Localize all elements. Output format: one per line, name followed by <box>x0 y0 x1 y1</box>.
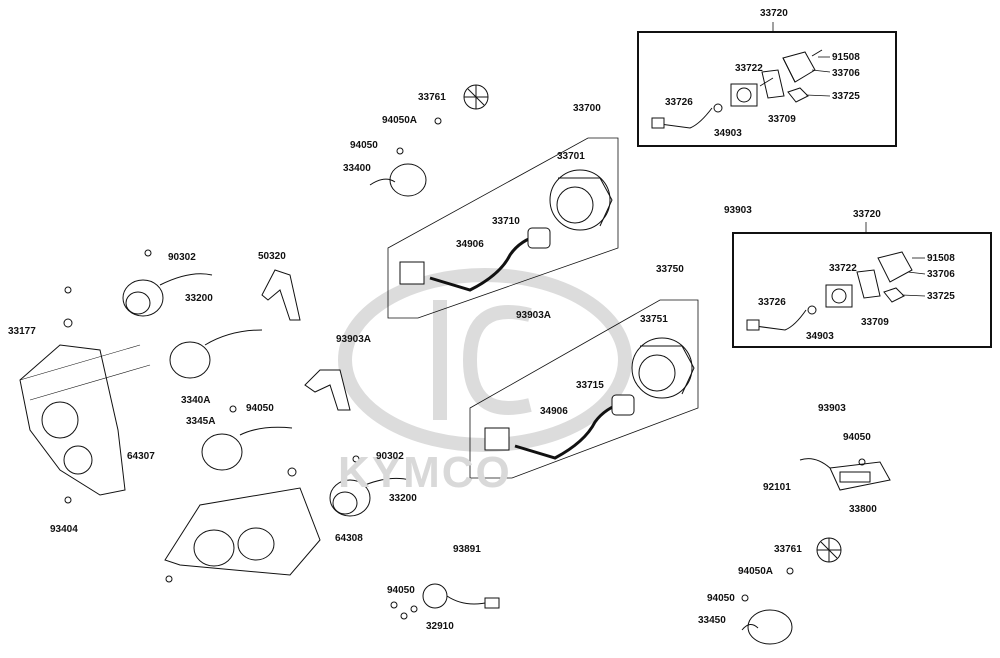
label-33710: 33710 <box>492 216 520 227</box>
label-3340A: 3340A <box>181 395 211 406</box>
label-93404: 93404 <box>50 524 78 535</box>
housing-64307 <box>19 344 151 496</box>
label-50320: 50320 <box>258 251 286 262</box>
projector-33751 <box>631 337 695 399</box>
label-33701: 33701 <box>557 151 585 162</box>
label-94050-right: 94050 <box>843 432 871 443</box>
assembly-33750-outline <box>469 299 699 479</box>
label-33720-top: 33720 <box>760 8 788 19</box>
label-90302-top: 90302 <box>168 252 196 263</box>
label-33751: 33751 <box>640 314 668 325</box>
label-64307: 64307 <box>127 451 155 462</box>
bracket-50320 <box>261 269 301 321</box>
label-92101: 92101 <box>763 482 791 493</box>
label-90302-bot: 90302 <box>376 451 404 462</box>
label-33720-mid: 33720 <box>853 209 881 220</box>
assembly-33700-outline <box>387 137 619 319</box>
label-33709-mid: 33709 <box>861 317 889 328</box>
kit-box-top <box>637 31 897 147</box>
label-93903-top: 93903 <box>724 205 752 216</box>
label-93903A-left: 93903A <box>336 334 372 345</box>
label-33722-top: 33722 <box>735 63 763 74</box>
label-91508-top: 91508 <box>832 52 860 63</box>
label-93903-mid: 93903 <box>818 403 846 414</box>
fan-33761-bot <box>816 537 842 563</box>
lamp-3340A <box>169 329 263 379</box>
label-3345A: 3345A <box>186 416 216 427</box>
motor-33400 <box>369 163 427 197</box>
label-33800: 33800 <box>849 504 877 515</box>
label-33726-top: 33726 <box>665 97 693 108</box>
bracket-93903A <box>304 369 351 411</box>
motor-33450 <box>741 609 793 645</box>
lamp-33200-bot <box>329 477 411 517</box>
label-33722-mid: 33722 <box>829 263 857 274</box>
watermark-logo <box>338 268 632 452</box>
label-94050-left: 94050 <box>246 403 274 414</box>
label-33177: 33177 <box>8 326 36 337</box>
label-34903-top: 34903 <box>714 128 742 139</box>
label-33200-bot: 33200 <box>389 493 417 504</box>
label-64308: 64308 <box>335 533 363 544</box>
part-32910 <box>422 583 500 609</box>
label-94050-top: 94050 <box>350 140 378 151</box>
leaders <box>759 22 926 297</box>
label-34906-bot: 34906 <box>540 406 568 417</box>
fog-kit-top <box>651 49 823 129</box>
label-94050A-top: 94050A <box>382 115 418 126</box>
watermark-text: KYMCO <box>338 448 512 497</box>
lamp-3345A <box>201 426 293 471</box>
label-93891: 93891 <box>453 544 481 555</box>
label-33750: 33750 <box>656 264 684 275</box>
label-33200-top: 33200 <box>185 293 213 304</box>
label-33706-mid: 33706 <box>927 269 955 280</box>
label-34906-top: 34906 <box>456 239 484 250</box>
label-34903-mid: 34903 <box>806 331 834 342</box>
label-32910: 32910 <box>426 621 454 632</box>
label-33715: 33715 <box>576 380 604 391</box>
label-33725-mid: 33725 <box>927 291 955 302</box>
label-33726-mid: 33726 <box>758 297 786 308</box>
label-33450: 33450 <box>698 615 726 626</box>
label-94050-bot1: 94050 <box>387 585 415 596</box>
kit-box-mid <box>732 232 992 348</box>
label-33761-top: 33761 <box>418 92 446 103</box>
screws <box>63 117 866 620</box>
label-33761-bot: 33761 <box>774 544 802 555</box>
lamp-33800 <box>799 458 891 491</box>
label-94050A-bot: 94050A <box>738 566 774 577</box>
housing-64308 <box>164 487 321 576</box>
label-33706-top: 33706 <box>832 68 860 79</box>
label-93903A-mid: 93903A <box>516 310 552 321</box>
lamp-33200-top <box>122 273 213 317</box>
label-94050-bot2: 94050 <box>707 593 735 604</box>
label-33725-top: 33725 <box>832 91 860 102</box>
projector-33701 <box>549 169 613 231</box>
label-91508-mid: 91508 <box>927 253 955 264</box>
label-33400: 33400 <box>343 163 371 174</box>
fan-33761-top <box>463 84 489 110</box>
label-33709-top: 33709 <box>768 114 796 125</box>
fog-kit-mid <box>746 251 913 331</box>
label-33700: 33700 <box>573 103 601 114</box>
